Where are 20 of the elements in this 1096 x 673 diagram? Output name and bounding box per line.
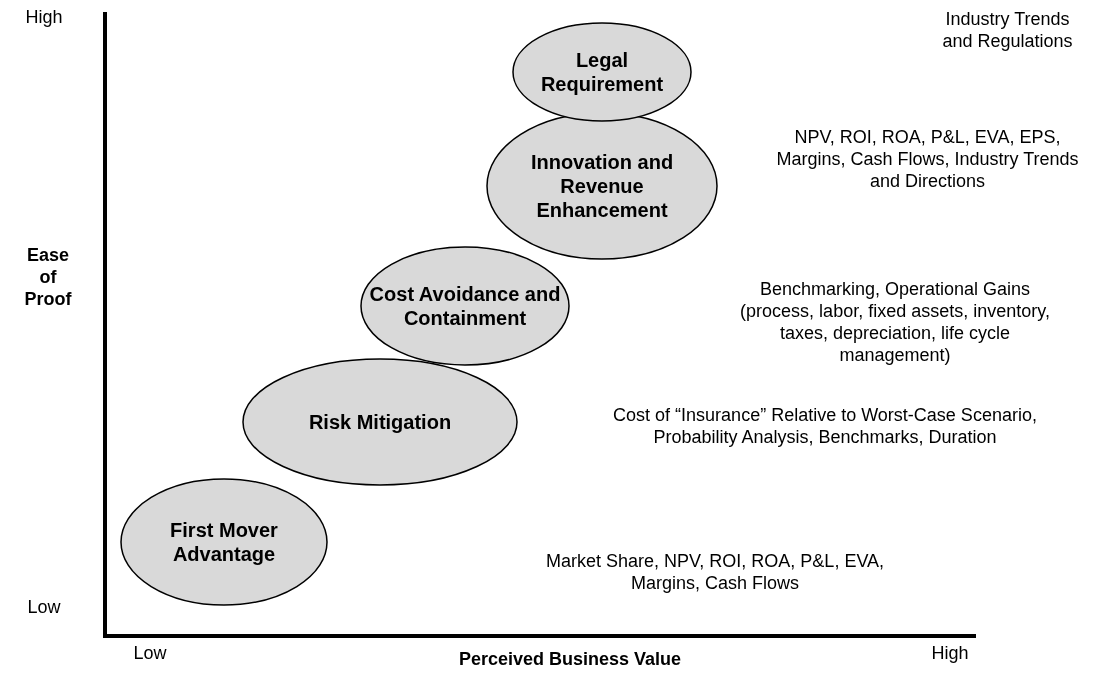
annotation-text: Industry Trends and Regulations xyxy=(941,8,1074,52)
annotation-text: Cost of “Insurance” Relative to Worst-Case Scenario, Probability Analysis, Benchmarks, Duration xyxy=(612,404,1038,448)
ellipse-node xyxy=(360,246,570,366)
node-label: Legal Requirement xyxy=(539,48,665,96)
axis-tick-label: High xyxy=(930,642,970,664)
axis-tick-label: Low xyxy=(132,642,168,664)
annotation-text: Market Share, NPV, ROI, ROA, P&L, EVA, Margins, Cash Flows xyxy=(544,550,886,594)
annotation-text: Benchmarking, Operational Gains (process, labor, fixed assets, inventory, taxes, depreciation, life cycle management) xyxy=(739,278,1051,366)
node-label: Cost Avoidance and Containment xyxy=(368,282,562,330)
node-label: First Mover Advantage xyxy=(169,518,279,566)
ellipse-node xyxy=(242,358,518,486)
ellipse-node xyxy=(512,22,692,122)
annotation-text: NPV, ROI, ROA, P&L, EVA, EPS, Margins, Cash Flows, Industry Trends and Directions xyxy=(775,126,1080,192)
axis-title: Perceived Business Value xyxy=(457,648,683,670)
axis-tick-label: Low xyxy=(26,596,62,618)
axis-title: Ease of Proof xyxy=(23,244,73,310)
axis-tick-label: High xyxy=(24,6,64,28)
ellipse-node xyxy=(120,478,328,606)
node-label: Innovation and Revenue Enhancement xyxy=(529,150,675,222)
node-label: Risk Mitigation xyxy=(307,410,453,434)
